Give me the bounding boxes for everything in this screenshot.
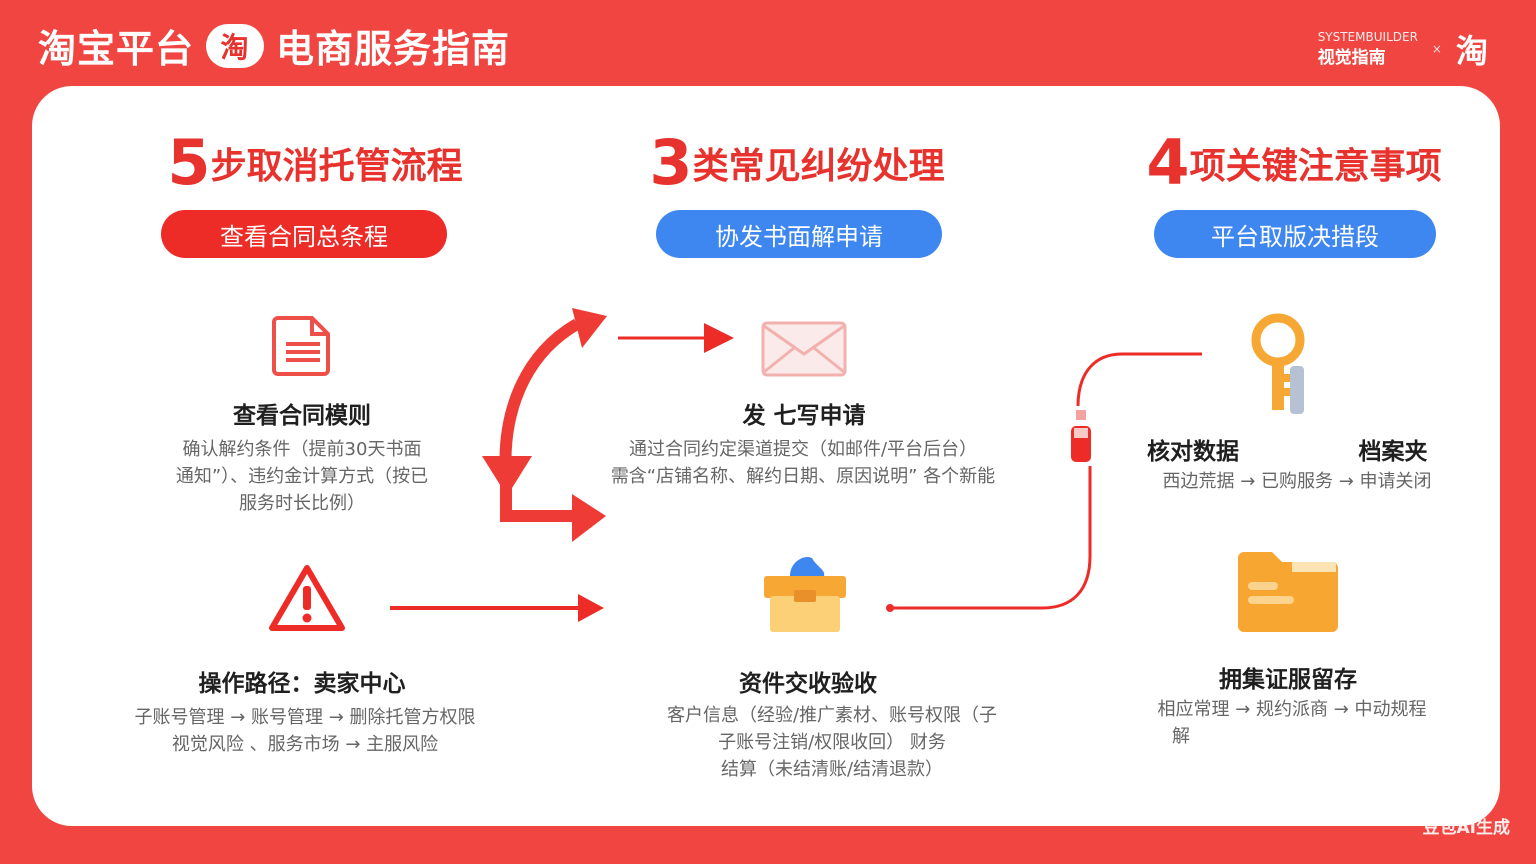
ai-watermark: 豆包AI生成: [1422, 818, 1510, 838]
desc-line: 需含“店铺名称、解约日期、原因说明” 各个新能: [610, 466, 996, 487]
verify-desc: 西边荒据 → 已购服务 → 申请关闭: [1122, 468, 1472, 495]
column-heading-2: 3类常见纠纷处理: [632, 126, 962, 199]
brand-separator: ×: [1431, 42, 1442, 56]
pill-button-1[interactable]: 查看合同总条程: [161, 210, 447, 258]
cable-bottom: [890, 466, 1092, 610]
heading-number: 4: [1146, 126, 1190, 199]
apply-desc: 通过合同约定渠道提交（如邮件/平台后台） 需含“店铺名称、解约日期、原因说明” …: [568, 436, 1038, 490]
path-title: 操作路径：卖家中心: [198, 671, 406, 697]
taobao-badge-icon: 淘: [206, 23, 265, 68]
desc-line: 解: [1172, 726, 1190, 747]
page-title: 淘宝平台 淘 电商服务指南: [38, 18, 510, 73]
handover-desc: 客户信息（经验/推广素材、账号权限（子 子账号注销/权限收回） 财务 结算（未结…: [622, 702, 1042, 783]
usb-icon: [1071, 410, 1091, 462]
desc-line: 西边荒据 → 已购服务 → 申请关闭: [1162, 471, 1432, 492]
heading-text: 项关键注意事项: [1189, 146, 1442, 187]
title-right: 电商服务指南: [276, 27, 511, 71]
heading-text: 类常见纠纷处理: [692, 146, 945, 187]
brand-small: SYSTEMBUILDER: [1317, 29, 1418, 44]
desc-line: 相应常理 → 规约派商 → 中动规程: [1157, 699, 1427, 720]
curve-arrowhead-up: [572, 308, 607, 348]
desc-line: 视觉风险 、服务市场 → 主服风险: [171, 734, 439, 755]
flow-arrows: [390, 308, 1202, 622]
desc-line: 通过合同约定渠道提交（如邮件/平台后台）: [628, 439, 978, 460]
curve-arrow-right: [500, 476, 577, 522]
document-icon: [272, 316, 330, 376]
envelope-icon: [761, 321, 847, 377]
curve-arrowhead-right: [572, 494, 606, 542]
archive-title: 拥集证服留存: [1219, 667, 1357, 693]
verify-title: 核对数据: [1147, 439, 1239, 465]
taobao-logo-icon: 淘: [1455, 32, 1488, 70]
warning-icon: [269, 565, 345, 631]
folder-title: 档案夹: [1358, 439, 1428, 465]
desc-line: 子账号注销/权限收回） 财务: [718, 732, 946, 753]
key-icon: [1251, 313, 1305, 414]
desc-line: 服务时长比例）: [239, 493, 365, 514]
brand-guide: 视觉指南: [1317, 47, 1386, 68]
desc-line: 结算（未结清账/结清退款）: [720, 759, 944, 780]
desc-line: 子账号管理 → 账号管理 → 删除托管方权限: [134, 707, 476, 728]
header: 淘宝平台 淘 电商服务指南 SYSTEMBUILDER 视觉指南 × 淘: [0, 0, 1536, 88]
content-card: 5步取消托管流程 查看合同总条程 3类常见纠纷处理 协发书面解申请 4项关键注意…: [32, 86, 1500, 826]
archive-desc: 相应常理 → 规约派商 → 中动规程 解: [1122, 696, 1462, 750]
heading-number: 5: [167, 126, 211, 199]
column-heading-3: 4项关键注意事项: [1124, 126, 1464, 199]
desc-line: 确认解约条件（提前30天书面: [182, 439, 422, 460]
box-icon: [764, 556, 846, 632]
contract-desc: 确认解约条件（提前30天书面 通知”）、违约金计算方式（按已 服务时长比例）: [132, 436, 472, 517]
path-desc: 子账号管理 → 账号管理 → 删除托管方权限 视觉风险 、服务市场 → 主服风险: [100, 704, 510, 758]
heading-number: 3: [649, 126, 693, 199]
desc-line: 客户信息（经验/推广素材、账号权限（子: [666, 705, 998, 726]
cable-top: [1076, 352, 1202, 407]
heading-text: 步取消托管流程: [210, 146, 463, 187]
apply-title: 发 七写申请: [742, 403, 866, 429]
curve-arrow-up: [499, 318, 581, 477]
column-heading-1: 5步取消托管流程: [150, 126, 480, 199]
desc-line: 通知”）、违约金计算方式（按已: [175, 466, 429, 487]
pill-button-2[interactable]: 协发书面解申请: [656, 210, 942, 258]
contract-title: 查看合同模则: [233, 403, 371, 429]
folder-icon: [1238, 552, 1338, 632]
handover-title: 资件交收验收: [739, 671, 877, 697]
pill-button-3[interactable]: 平台取版决措段: [1154, 210, 1436, 258]
title-left: 淘宝平台: [38, 27, 195, 71]
brand-area: SYSTEMBUILDER 视觉指南 × 淘: [1318, 26, 1488, 72]
